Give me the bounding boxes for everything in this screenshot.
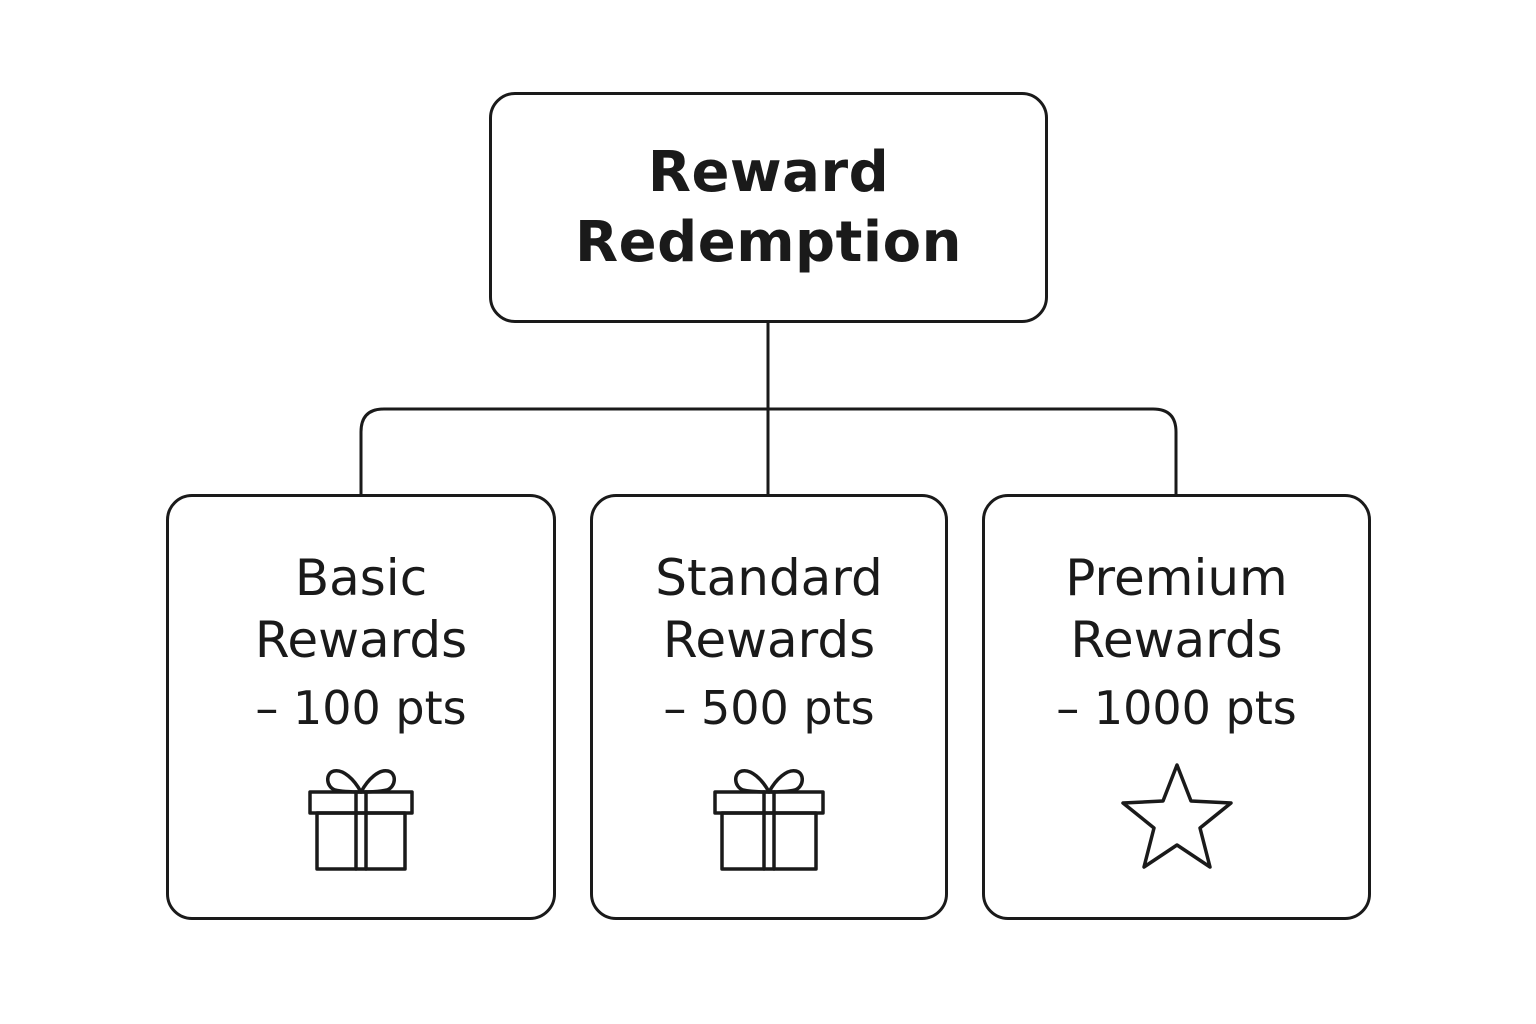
tier-points: – 1000 pts [1056,681,1297,735]
tier-name-line2: Rewards [1070,611,1283,669]
root-node-reward-redemption: Reward Redemption [489,92,1048,323]
tier-name-line2: Rewards [254,611,468,669]
root-title-line2: Redemption [575,209,962,275]
tier-node-standard: Standard Rewards – 500 pts [590,494,948,920]
root-title-line1: Reward [647,139,890,205]
connector-horizontal-branch [359,407,1178,496]
tier-name-line1: Premium [1065,549,1288,607]
tier-points: – 500 pts [663,681,875,735]
tier-points: – 100 pts [255,681,467,735]
gift-icon [308,769,414,871]
gift-icon [713,769,825,871]
tier-name-line1: Basic [294,549,428,607]
star-icon [1120,763,1233,869]
tier-node-basic: Basic Rewards – 100 pts [166,494,556,920]
tier-node-premium: Premium Rewards – 1000 pts [982,494,1371,920]
tier-name-line1: Standard [655,549,883,607]
tier-name-line2: Rewards [662,611,876,669]
